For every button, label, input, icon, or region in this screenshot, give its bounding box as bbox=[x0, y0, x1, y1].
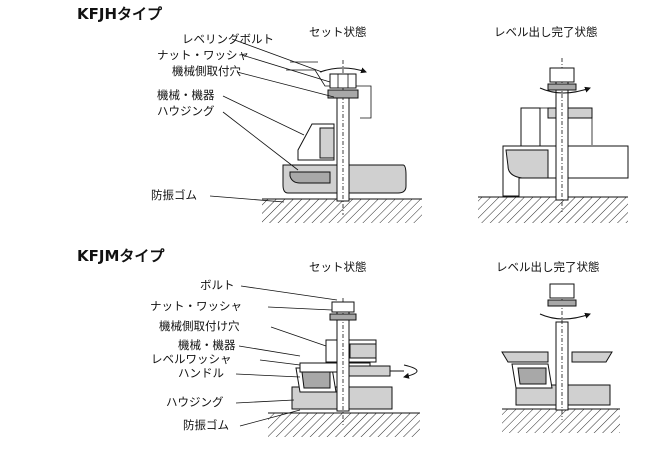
kfjh-label-leveling-bolt: レベリングボルト bbox=[182, 32, 274, 46]
kfjh-leveled-state-drawing bbox=[478, 58, 629, 223]
kfjh-label-rubber: 防振ゴム bbox=[151, 188, 197, 202]
kfjm-label-level-washer: レベルワッシャ bbox=[151, 352, 232, 366]
kfjh-set-state-drawing bbox=[209, 38, 422, 223]
kfjh-set-state-heading: セット状態 bbox=[309, 25, 367, 39]
kfjm-label-nut-washer: ナット・ワッシャ bbox=[150, 299, 242, 313]
kfjh-label-machine: 機械・機器 bbox=[157, 88, 215, 102]
kfjm-label-bolt: ボルト bbox=[200, 278, 235, 292]
kfjm-set-state-heading: セット状態 bbox=[309, 260, 367, 274]
kfjh-label-housing: ハウジング bbox=[157, 104, 215, 118]
kfjh-leveled-state-heading: レベル出し完了状態 bbox=[494, 25, 598, 39]
kfjm-label-handle: ハンドル bbox=[178, 366, 224, 380]
kfjh-type-title: KFJHタイプ bbox=[77, 5, 163, 23]
kfjm-label-rubber: 防振ゴム bbox=[183, 418, 229, 432]
kfjm-leveled-state-heading: レベル出し完了状態 bbox=[496, 260, 600, 274]
kfjm-leveled-state-drawing bbox=[501, 283, 620, 433]
kfjm-set-state-drawing bbox=[235, 285, 420, 437]
kfjm-label-mount-hole: 機械側取付け穴 bbox=[159, 319, 240, 333]
kfjm-label-machine: 機械・機器 bbox=[178, 338, 236, 352]
kfjm-label-housing: ハウジング bbox=[166, 395, 224, 409]
kfjh-label-nut-washer: ナット・ワッシャ bbox=[157, 48, 249, 62]
kfjh-set-floor bbox=[262, 199, 422, 223]
kfjh-label-mount-hole: 機械側取付穴 bbox=[172, 64, 241, 78]
kfjm-type-title: KFJMタイプ bbox=[77, 247, 165, 265]
